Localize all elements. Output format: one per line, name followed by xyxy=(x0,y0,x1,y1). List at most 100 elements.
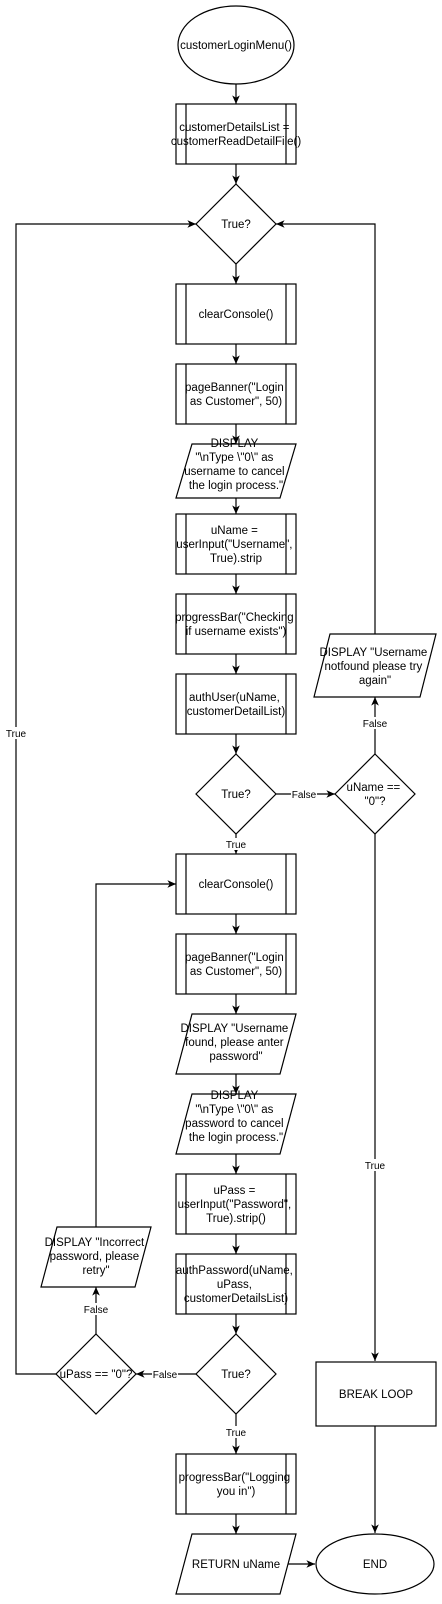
node-read-details: customerDetailsList = customerReadDetail… xyxy=(171,103,302,165)
edge-notfound-to-loop xyxy=(276,220,376,634)
label-unamezero-true: True xyxy=(365,1161,386,1172)
node-pass-check-label: True? xyxy=(221,1369,251,1381)
node-page-banner-2-line1: pageBanner("Login xyxy=(185,952,284,964)
node-auth-password: authPassword(uName, uPass, customerDetai… xyxy=(175,1253,297,1315)
node-pass-check: True? xyxy=(195,1333,277,1415)
node-uname-zero: uName == "0"? xyxy=(334,753,416,835)
node-break-loop: BREAK LOOP xyxy=(315,1361,437,1427)
svg-text:DISPLAY "\nType \"0\" as: DISPLAY "\nType \"0\" as username to can… xyxy=(184,438,288,492)
svg-text:progressBar("Checking if: progressBar("Checking if username exists… xyxy=(175,612,297,638)
node-loop-check-label: True? xyxy=(221,219,251,231)
node-uname-input-line2: userInput("Username", xyxy=(176,539,292,551)
edge-incorrect-to-clear2 xyxy=(95,880,176,1227)
node-upass-input-line3: True).strip() xyxy=(206,1213,266,1225)
node-clear-console-2-label: clearConsole() xyxy=(199,879,274,891)
node-upass-input: uPass = userInput("Password", True).stri… xyxy=(175,1173,297,1235)
node-display-cancel-username: DISPLAY "\nType \"0\" as username to can… xyxy=(175,438,297,499)
label-user-true: True xyxy=(226,840,247,851)
svg-text:customerDetailsList = cu: customerDetailsList = customerReadDetail… xyxy=(171,122,302,148)
node-user-check-label: True? xyxy=(221,789,251,801)
node-display-cancel-username-line2: "\nType \"0\" as xyxy=(195,452,273,464)
node-username-not-found-line1: DISPLAY "Username xyxy=(319,647,427,659)
node-uname-input-line1: uName = xyxy=(211,525,258,537)
node-username-not-found-line2: notfound please try xyxy=(324,661,422,673)
node-page-banner-1-line1: pageBanner("Login xyxy=(185,382,284,394)
svg-text:uName = userInput("Usern: uName = userInput("Username", True).stri… xyxy=(176,525,295,565)
node-clear-console-2: clearConsole() xyxy=(175,853,297,915)
node-clear-console-1-label: clearConsole() xyxy=(199,309,274,321)
svg-text:progressBar("Logging you: progressBar("Logging you in") xyxy=(179,1472,294,1498)
svg-text:DISPLAY "Username found,: DISPLAY "Username found, please anter pa… xyxy=(180,1023,291,1063)
node-display-cancel-username-line1: DISPLAY xyxy=(211,438,259,450)
label-upasszero-true: True xyxy=(6,729,27,740)
svg-text:DISPLAY "\nType \"0\" as: DISPLAY "\nType \"0\" as password to can… xyxy=(185,1090,287,1144)
node-return-uname: RETURN uName xyxy=(175,1533,297,1595)
node-page-banner-1-line2: as Customer", 50) xyxy=(190,396,282,408)
node-upass-zero-label: uPass == "0"? xyxy=(60,1369,133,1381)
node-incorrect-password: DISPLAY "Incorrect password, please retr… xyxy=(40,1226,152,1288)
node-page-banner-2: pageBanner("Login as Customer", 50) xyxy=(175,933,297,995)
node-display-cancel-password-line2: "\nType \"0\" as xyxy=(195,1104,273,1116)
label-user-false: False xyxy=(292,790,317,801)
node-auth-user: authUser(uName, customerDetailList) xyxy=(175,673,297,735)
node-auth-password-line1: authPassword(uName, xyxy=(176,1265,293,1277)
node-upass-zero: uPass == "0"? xyxy=(55,1333,137,1415)
node-incorrect-password-line2: password, please xyxy=(50,1251,140,1263)
node-incorrect-password-line1: DISPLAY "Incorrect xyxy=(45,1237,145,1249)
node-username-found-line1: DISPLAY "Username xyxy=(180,1023,288,1035)
node-auth-user-line1: authUser(uName, xyxy=(189,692,280,704)
node-end-label: END xyxy=(363,1559,387,1571)
node-uname-input-line3: True).strip xyxy=(210,553,262,565)
node-clear-console-1: clearConsole() xyxy=(175,283,297,345)
node-username-not-found: DISPLAY "Username notfound please try ag… xyxy=(313,633,437,698)
node-start: customerLoginMenu() xyxy=(177,5,295,85)
node-progress-checking-line2: if username exists") xyxy=(186,626,287,638)
svg-text:pageBanner("Login as Cus: pageBanner("Login as Customer", 50) xyxy=(185,952,287,978)
node-uname-input: uName = userInput("Username", True).stri… xyxy=(175,513,297,575)
label-unamezero-false: False xyxy=(363,719,388,730)
node-user-check: True? xyxy=(195,753,277,835)
node-username-found-line3: password" xyxy=(209,1051,262,1063)
node-end: END xyxy=(315,1533,435,1595)
node-display-cancel-password: DISPLAY "\nType \"0\" as password to can… xyxy=(175,1090,297,1155)
svg-text:DISPLAY "Incorrect passw: DISPLAY "Incorrect password, please retr… xyxy=(45,1237,148,1277)
node-auth-password-line2: uPass, xyxy=(217,1279,252,1291)
node-auth-user-line2: customerDetailList) xyxy=(187,706,286,718)
node-display-cancel-password-line1: DISPLAY xyxy=(211,1090,259,1102)
node-return-uname-label: RETURN uName xyxy=(192,1559,280,1571)
node-display-cancel-username-line4: the login process." xyxy=(189,480,283,492)
node-username-not-found-line3: again" xyxy=(359,675,391,687)
node-uname-zero-line2: "0"? xyxy=(365,796,386,808)
node-progress-logging: progressBar("Logging you in") xyxy=(175,1453,297,1515)
node-upass-input-line2: userInput("Password", xyxy=(178,1199,292,1211)
node-loop-check: True? xyxy=(195,183,277,265)
node-progress-checking: progressBar("Checking if username exists… xyxy=(175,593,297,655)
node-read-details-line2: customerReadDetailFile() xyxy=(171,136,302,148)
node-username-found-line2: found, please anter xyxy=(185,1037,284,1049)
edge-labels: True False False True True False False T… xyxy=(5,717,388,1439)
edges xyxy=(15,84,379,1568)
svg-text:authPassword(uName, uPas: authPassword(uName, uPass, customerDetai… xyxy=(176,1265,296,1305)
node-page-banner-2-line2: as Customer", 50) xyxy=(190,966,282,978)
node-display-cancel-username-line3: username to cancel xyxy=(184,466,284,478)
svg-text:DISPLAY "Username notfou: DISPLAY "Username notfound please try ag… xyxy=(319,647,430,687)
node-display-cancel-password-line4: the login process." xyxy=(189,1132,283,1144)
node-break-loop-label: BREAK LOOP xyxy=(339,1389,413,1401)
node-display-cancel-password-line3: password to cancel xyxy=(185,1118,283,1130)
node-auth-password-line3: customerDetailsList) xyxy=(184,1293,288,1305)
label-pass-false: False xyxy=(153,1370,178,1381)
node-uname-zero-line1: uName == xyxy=(347,782,401,794)
node-progress-checking-line1: progressBar("Checking xyxy=(175,612,294,624)
svg-text:authUser(uName, customer: authUser(uName, customerDetailList) xyxy=(187,692,286,718)
svg-text:uName == "0"?: uName == "0"? xyxy=(347,782,404,808)
node-incorrect-password-line3: retry" xyxy=(82,1265,109,1277)
edge-upasszero-true xyxy=(15,220,196,1375)
label-pass-true: True xyxy=(226,1428,247,1439)
svg-text:uPass = userInput("Passw: uPass = userInput("Password", True).stri… xyxy=(178,1185,295,1225)
node-username-found: DISPLAY "Username found, please anter pa… xyxy=(175,1013,297,1075)
label-upasszero-false: False xyxy=(84,1305,109,1316)
node-progress-logging-line2: you in") xyxy=(217,1486,256,1498)
node-progress-logging-line1: progressBar("Logging xyxy=(179,1472,290,1484)
svg-text:pageBanner("Login as Cus: pageBanner("Login as Customer", 50) xyxy=(185,382,287,408)
